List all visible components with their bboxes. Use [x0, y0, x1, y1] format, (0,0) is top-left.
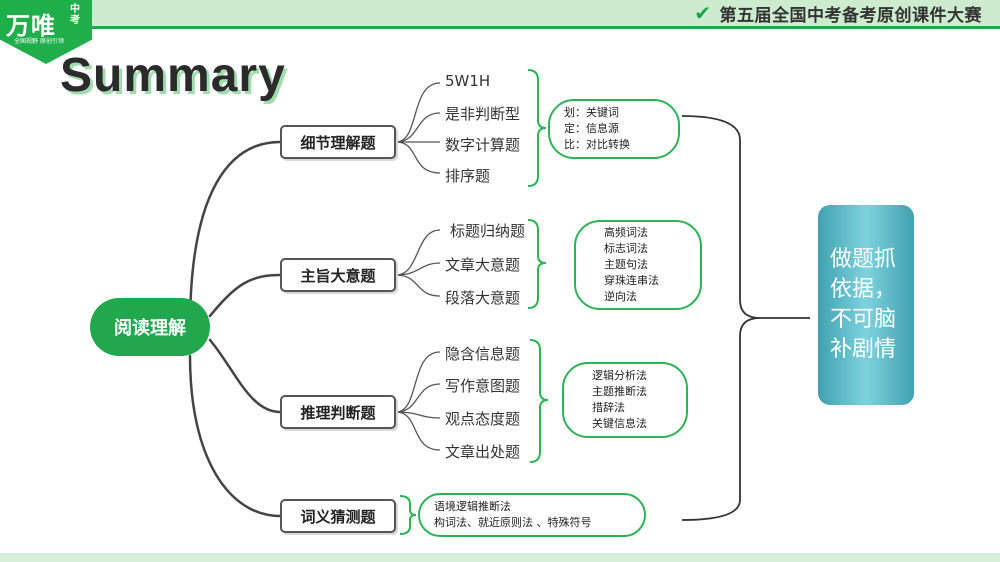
note-line: 划：关键词 [564, 106, 619, 119]
branch-line-4 [188, 354, 282, 518]
item-line-3b [395, 383, 441, 413]
bottom-band [0, 553, 1000, 562]
brace-4 [399, 495, 417, 535]
branch-line-3 [208, 338, 282, 414]
item-line-1a [395, 82, 441, 143]
summary-line: 不可脑 [830, 307, 897, 332]
branch-line-2 [208, 273, 282, 318]
item-line-3a [395, 351, 441, 413]
item-paragraph-idea: 段落大意题 [445, 289, 521, 307]
note-line: 逻辑分析法 [592, 369, 647, 382]
note-line: 比：对比转换 [564, 138, 630, 151]
note-line: 关键信息法 [592, 417, 647, 430]
item-passage-idea: 文章大意题 [445, 256, 521, 274]
note-line: 高频词法 [604, 226, 648, 239]
brace-1 [527, 69, 547, 187]
note-line: 措辞法 [592, 401, 625, 414]
brace-2 [527, 219, 547, 309]
note-line: 语境逻辑推断法 [434, 500, 511, 513]
item-5w1h: 5W1H [445, 72, 491, 90]
note-line: 标志词法 [604, 242, 648, 255]
note-word-meaning: 语境逻辑推断法 构词法、就近原则法 、特殊符号 [418, 493, 646, 537]
logo-side-text: 中考 [70, 4, 80, 26]
item-source: 文章出处题 [445, 443, 521, 461]
item-line-1d [395, 141, 441, 174]
note-inference: 逻辑分析法 主题推断法 措辞法 关键信息法 [562, 362, 688, 438]
check-icon: ✔ [694, 1, 712, 25]
note-line: 构词法、就近原则法 、特殊符号 [434, 516, 592, 529]
contest-title: ✔ 第五届全国中考备考原创课件大赛 [694, 1, 982, 26]
item-writing-purpose: 写作意图题 [445, 377, 521, 395]
item-line-2b [395, 262, 441, 276]
category-main-idea: 主旨大意题 [280, 258, 396, 292]
item-true-false: 是非判断型 [445, 105, 521, 123]
category-detail: 细节理解题 [280, 125, 396, 159]
item-ordering: 排序题 [445, 167, 491, 185]
root-node: 阅读理解 [90, 298, 210, 356]
category-word-meaning: 词义猜测题 [280, 499, 396, 533]
category-inference: 推理判断题 [280, 395, 396, 429]
note-detail: 划：关键词 定：信息源 比：对比转换 [548, 99, 680, 159]
item-line-1b [395, 112, 441, 143]
big-brace [681, 115, 810, 521]
note-line: 主题推断法 [592, 385, 647, 398]
item-line-2a [395, 229, 441, 276]
brace-3 [529, 339, 549, 463]
slide-title: Summary [60, 49, 286, 102]
item-line-3d [395, 411, 441, 451]
summary-line: 做题抓 [830, 247, 897, 272]
summary-line: 补剧情 [830, 337, 897, 362]
note-line: 主题句法 [604, 258, 648, 271]
summary-box: 做题抓 依据， 不可脑 补剧情 [818, 205, 914, 405]
note-line: 逆向法 [604, 290, 637, 303]
logo-sub-text: 全国视野 原创引领 [14, 38, 64, 45]
item-title: 标题归纳题 [450, 222, 526, 240]
note-main-idea: 高频词法 标志词法 主题句法 穿珠连串法 逆向法 [574, 220, 702, 310]
brand-logo: 万唯 中考 全国视野 原创引领 [0, 0, 92, 64]
item-implied-info: 隐含信息题 [445, 345, 521, 363]
contest-text: 第五届全国中考备考原创课件大赛 [719, 5, 982, 26]
logo-main-text: 万唯 [6, 12, 56, 40]
item-calculation: 数字计算题 [445, 136, 521, 154]
branch-line-1 [188, 140, 282, 330]
note-line: 定：信息源 [564, 122, 619, 135]
item-line-2c [395, 274, 441, 297]
top-banner [0, 0, 1000, 29]
item-attitude: 观点态度题 [445, 410, 521, 428]
summary-line: 依据， [830, 277, 897, 302]
note-line: 穿珠连串法 [604, 274, 659, 287]
